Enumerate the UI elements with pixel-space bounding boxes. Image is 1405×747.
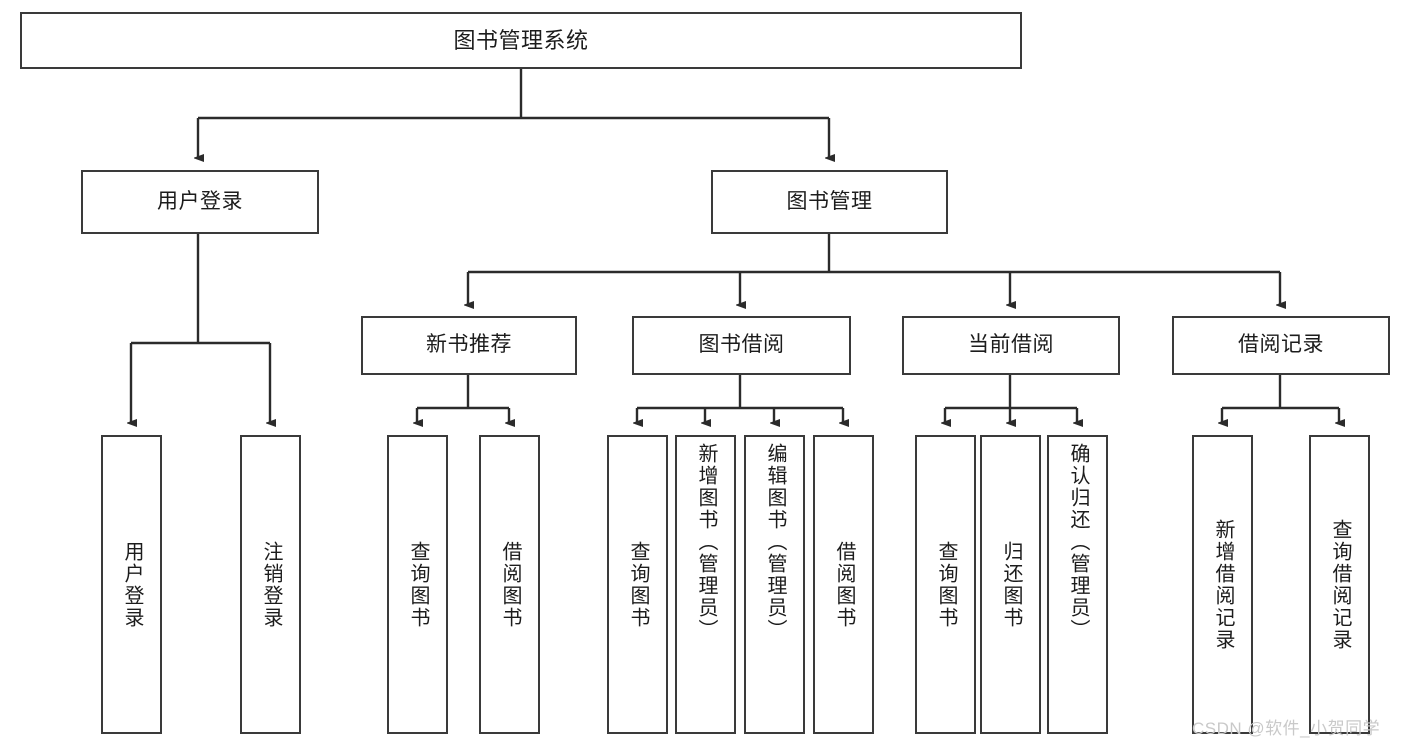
node-label: 借阅图书 bbox=[833, 540, 855, 629]
node-label: 图书借阅 bbox=[698, 333, 785, 357]
leaf-book-borrow-add[interactable]: 新增图书（管理员） bbox=[675, 435, 736, 734]
node-label: 查询图书 bbox=[407, 540, 429, 629]
leaf-book-borrow-edit[interactable]: 编辑图书（管理员） bbox=[744, 435, 805, 734]
watermark: CSDN @软件_小贺同学 bbox=[1192, 719, 1381, 738]
node-book-management[interactable]: 图书管理 bbox=[711, 170, 948, 234]
leaf-current-borrow-query[interactable]: 查询图书 bbox=[915, 435, 976, 734]
node-label: 查询图书 bbox=[935, 540, 957, 629]
node-label: 确认归还（管理员） bbox=[1067, 443, 1089, 641]
node-label: 当前借阅 bbox=[968, 333, 1054, 357]
node-label: 查询图书 bbox=[627, 540, 649, 629]
leaf-current-borrow-confirm-return[interactable]: 确认归还（管理员） bbox=[1047, 435, 1108, 734]
node-label: 注销登录 bbox=[260, 540, 282, 629]
node-label: 新书推荐 bbox=[426, 333, 512, 357]
node-label: 查询借阅记录 bbox=[1329, 518, 1351, 651]
node-label: 新增图书（管理员） bbox=[695, 443, 717, 641]
leaf-user-login-login[interactable]: 用户登录 bbox=[101, 435, 162, 734]
leaf-new-book-borrow[interactable]: 借阅图书 bbox=[479, 435, 540, 734]
leaf-book-borrow-borrow[interactable]: 借阅图书 bbox=[813, 435, 874, 734]
node-label: 用户登录 bbox=[121, 540, 143, 629]
node-root-system[interactable]: 图书管理系统 bbox=[20, 12, 1022, 69]
leaf-borrow-record-add[interactable]: 新增借阅记录 bbox=[1192, 435, 1253, 734]
node-book-borrow[interactable]: 图书借阅 bbox=[632, 316, 851, 375]
node-label: 编辑图书（管理员） bbox=[764, 443, 786, 641]
node-label: 借阅记录 bbox=[1238, 333, 1324, 357]
leaf-user-login-logout[interactable]: 注销登录 bbox=[240, 435, 301, 734]
node-label: 图书管理系统 bbox=[453, 27, 589, 53]
node-label: 用户登录 bbox=[157, 189, 243, 213]
node-label: 借阅图书 bbox=[499, 540, 521, 629]
leaf-borrow-record-query[interactable]: 查询借阅记录 bbox=[1309, 435, 1370, 734]
node-new-book-recommend[interactable]: 新书推荐 bbox=[361, 316, 577, 375]
leaf-current-borrow-return[interactable]: 归还图书 bbox=[980, 435, 1041, 734]
node-borrow-record[interactable]: 借阅记录 bbox=[1172, 316, 1390, 375]
leaf-book-borrow-query[interactable]: 查询图书 bbox=[607, 435, 668, 734]
node-label: 归还图书 bbox=[1000, 540, 1022, 629]
node-current-borrow[interactable]: 当前借阅 bbox=[902, 316, 1120, 375]
leaf-new-book-query[interactable]: 查询图书 bbox=[387, 435, 448, 734]
node-label: 新增借阅记录 bbox=[1212, 518, 1234, 651]
node-user-login[interactable]: 用户登录 bbox=[81, 170, 319, 234]
node-label: 图书管理 bbox=[786, 189, 873, 213]
